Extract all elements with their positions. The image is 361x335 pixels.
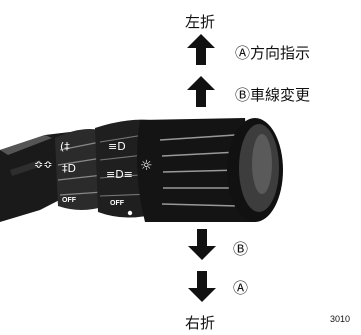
figure-code: 3010 — [330, 314, 350, 324]
front-fog-symbol: ‡D — [62, 162, 76, 175]
position-b-up-label: Ⓑ車線変更 — [235, 86, 310, 104]
parking-symbol: ≡D — [108, 140, 126, 153]
lever-end-cap — [227, 118, 283, 222]
down-arrow-a-icon — [188, 271, 216, 302]
lever-knob-body — [136, 118, 255, 222]
position-a-down-label: Ⓐ — [233, 279, 248, 297]
off-label-1: OFF — [62, 197, 77, 204]
position-a-up-label: Ⓐ方向指示 — [235, 44, 310, 62]
lamp-symbol: ≡D≡ — [106, 168, 133, 181]
headlamp-symbol: ☼ — [140, 158, 153, 174]
off-label-2: OFF — [110, 200, 125, 207]
off-dot-1 — [77, 210, 83, 216]
position-b-down-label: Ⓑ — [233, 240, 248, 258]
down-arrow-b-icon — [188, 229, 216, 260]
rear-fog-symbol: (‡ — [60, 140, 70, 153]
up-arrow-a-icon — [187, 34, 215, 65]
marker-symbol: ≎≎ — [34, 158, 52, 171]
turn-right-label: 右折 — [185, 314, 215, 332]
off-dot-2 — [127, 210, 133, 216]
up-arrow-b-icon — [187, 76, 215, 107]
turn-left-label: 左折 — [185, 13, 215, 31]
fog-switch-ring — [55, 129, 105, 210]
